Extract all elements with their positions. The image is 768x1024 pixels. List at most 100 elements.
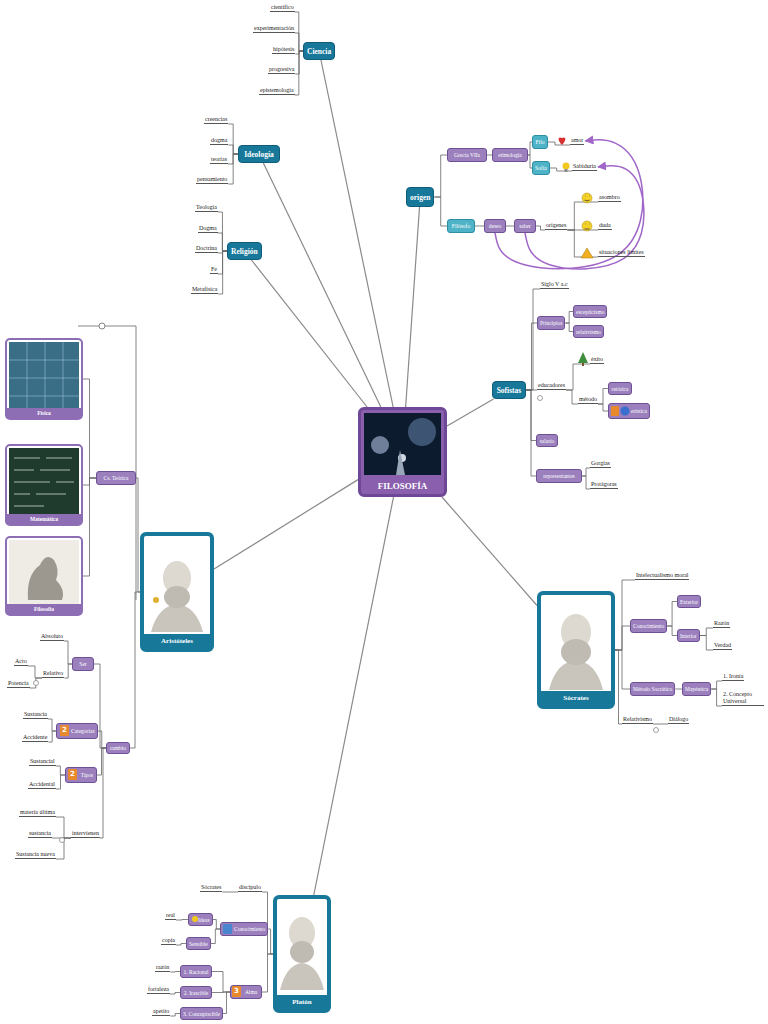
node-text: educadores <box>538 382 565 388</box>
node-text: pensamiento <box>197 176 227 182</box>
collapse-handle <box>99 323 105 329</box>
branch-line <box>218 251 227 294</box>
branch-line <box>170 1014 180 1017</box>
node-text: Fe <box>211 266 217 272</box>
branch-line <box>314 497 394 895</box>
portrait-topic: Platón <box>273 895 331 1013</box>
physics-grid <box>9 342 79 408</box>
node-text: cambio <box>110 745 126 751</box>
node-text: Alma <box>245 989 257 995</box>
leaf-topic: Relativo <box>42 670 64 678</box>
node-text: Principios <box>540 320 562 326</box>
branch-line <box>582 468 590 476</box>
node-text: Filósofo <box>452 223 470 229</box>
bulb-icon <box>563 163 570 170</box>
smiley-face <box>585 224 590 229</box>
node-text: 3. Concupiscible <box>183 1011 220 1017</box>
bust-shoulders <box>549 660 603 690</box>
branch-line <box>434 197 447 226</box>
branch-line <box>263 163 380 407</box>
leaf-topic: Protágoras <box>590 481 618 489</box>
planet <box>408 418 436 446</box>
subtopic-box: Ser <box>72 657 94 671</box>
branch-line <box>526 390 537 391</box>
node-text: creencias <box>205 116 227 122</box>
node-text: relativismo <box>576 329 601 335</box>
subtopic-box: Grecia VIIa <box>447 148 487 162</box>
node-text: Accidental <box>29 781 55 787</box>
node-text: experimentación <box>254 25 294 31</box>
branch-line <box>212 972 230 993</box>
node-text: Mayéutica <box>685 686 708 692</box>
leaf-topic: Doctrina <box>195 245 218 253</box>
branch-line <box>548 142 570 145</box>
branch-line <box>100 748 106 838</box>
branch-line <box>176 919 188 921</box>
leaf-topic: Sustancial <box>29 758 56 766</box>
subtopic-box: escepticismo <box>573 305 607 318</box>
node-text: Verdad <box>714 642 731 648</box>
leaf-topic: apetito <box>152 1008 170 1016</box>
tree-icon <box>578 352 588 363</box>
subtopic-box: salario <box>536 434 558 447</box>
smiley-face <box>585 196 590 201</box>
branch-line <box>295 51 303 95</box>
branch-line <box>598 389 608 405</box>
branch-line <box>211 929 220 944</box>
node-text: dogma <box>211 137 227 143</box>
node-text: Filo <box>536 139 545 145</box>
leaf-topic: Gorgias <box>590 460 611 468</box>
subtopic-box: saber <box>514 219 536 233</box>
branch-line <box>228 124 238 154</box>
bust-shoulders <box>151 604 203 632</box>
branch-line <box>526 390 536 441</box>
node-text: fortaleza <box>148 986 169 992</box>
node-text: escepticismo <box>576 309 604 315</box>
leaf-topic: discípulo <box>238 884 262 892</box>
node-text: materia última <box>20 809 55 815</box>
leaf-topic: experimentación <box>253 25 295 33</box>
heart-icon <box>559 137 566 145</box>
node-text: amor <box>571 137 583 143</box>
branch-line <box>598 404 608 411</box>
branch-line <box>262 954 273 992</box>
node-text: Teología <box>196 204 217 210</box>
leaf-topic: Diálogo <box>668 716 689 724</box>
leaf-topic: asombro <box>598 194 621 202</box>
node-text: discípulo <box>239 884 261 890</box>
node-text: 1. Racional <box>183 969 208 975</box>
node-text: progresiva <box>269 66 294 72</box>
node-text: Sofía <box>535 165 547 171</box>
subtopic-box: Método Socrático <box>630 682 675 696</box>
branch-line <box>222 892 238 893</box>
figure-silhouette <box>396 450 405 475</box>
node-text: Grecia VIIa <box>454 152 480 158</box>
node-text: Religión <box>231 247 258 256</box>
leaf-topic: éxito <box>590 356 604 364</box>
philosophy-picture <box>9 540 79 604</box>
branch-line <box>223 992 230 1014</box>
leaf-topic: Razón <box>713 620 730 628</box>
branch-line <box>565 312 573 324</box>
callout-number: 2 <box>60 725 69 736</box>
node-text: Gorgias <box>591 460 610 466</box>
branch-line <box>56 838 71 859</box>
curved-arrow <box>525 166 644 269</box>
bust-head <box>163 561 191 595</box>
node-text: copia <box>162 937 175 943</box>
warning-icon <box>581 248 593 258</box>
leaf-topic: Teología <box>195 204 218 212</box>
leaf-topic: situaciones límites <box>598 249 645 257</box>
branch-line <box>176 944 186 946</box>
central-topic: FILOSOFÍA <box>358 407 447 497</box>
subtopic-box: Interior <box>677 629 700 642</box>
subtopic-box: Tipos <box>65 767 97 783</box>
branch-line <box>567 230 598 257</box>
node-text: Relativo <box>43 670 63 676</box>
branch-topic: Religión <box>227 242 262 260</box>
branch-line <box>218 251 227 253</box>
branch-line <box>615 580 635 650</box>
